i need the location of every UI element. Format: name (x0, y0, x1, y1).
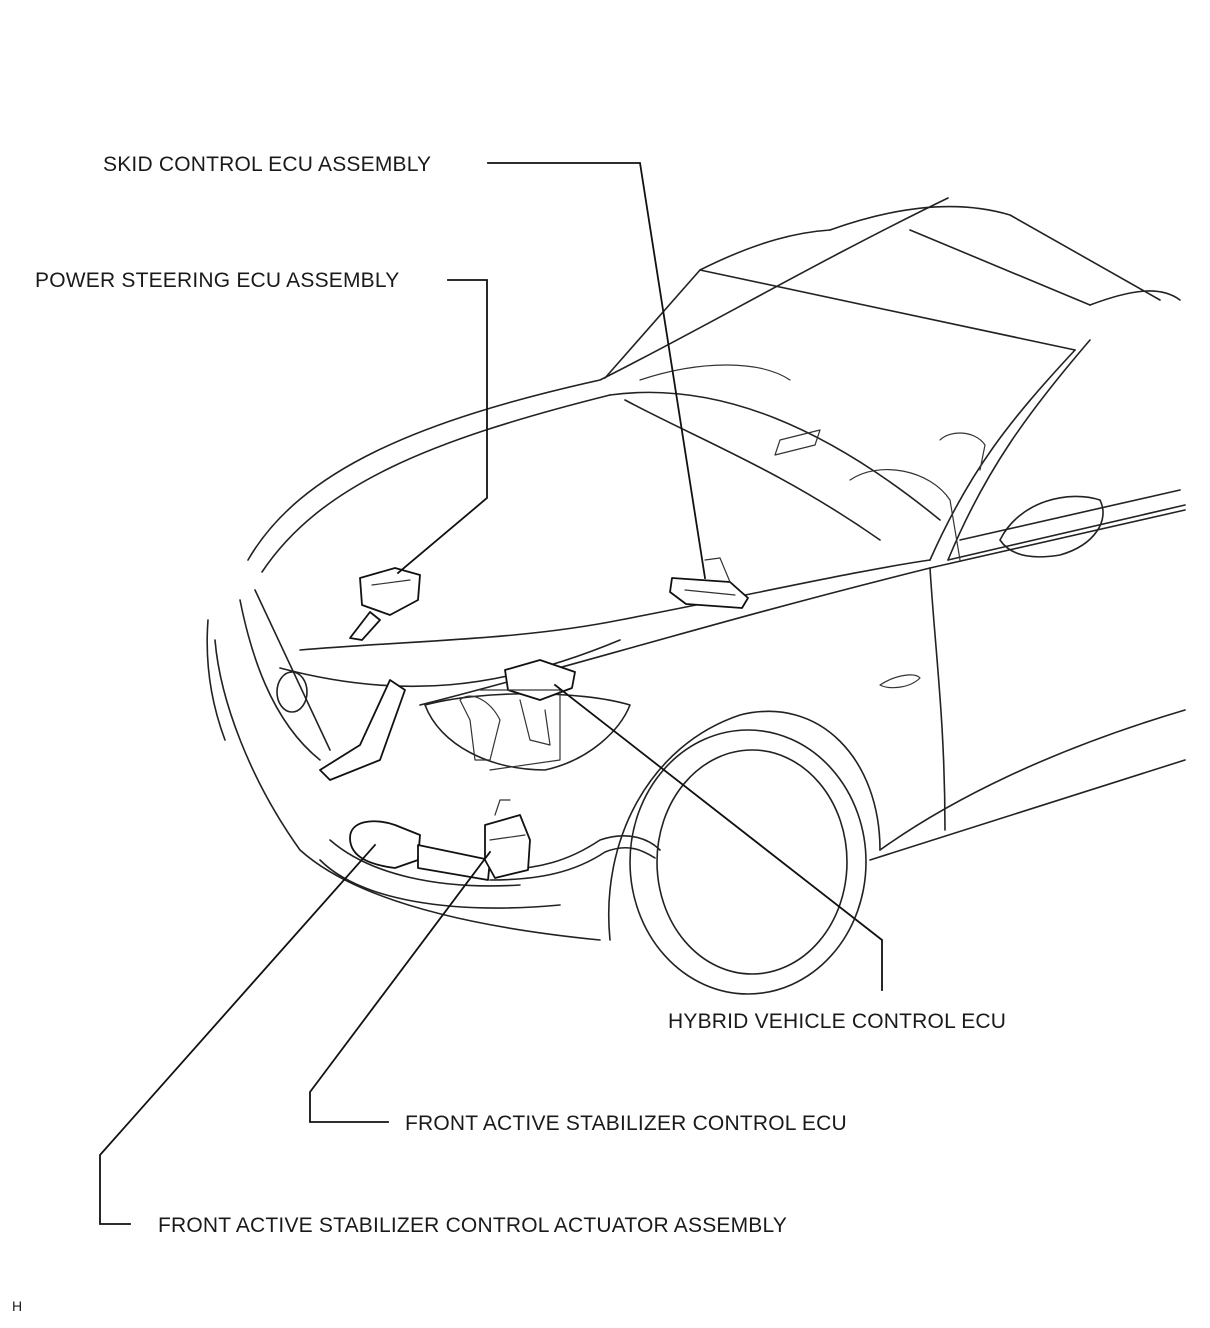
stabilizer-ecu-part (484, 799, 531, 879)
figure-code: H (12, 1298, 23, 1314)
car-body-outline (206, 197, 1186, 995)
skid-control-ecu-label: SKID CONTROL ECU ASSEMBLY (103, 153, 432, 176)
leader-hybrid-vehicle (553, 683, 883, 991)
leader-power-steering (396, 279, 488, 575)
power-steering-ecu-part (349, 567, 421, 641)
power-steering-ecu-label: POWER STEERING ECU ASSEMBLY (35, 269, 400, 292)
leader-stabilizer-ecu (309, 850, 492, 1123)
skid-control-ecu-part (669, 557, 749, 609)
leader-skid-control (487, 162, 707, 580)
front-active-stabilizer-ecu-label: FRONT ACTIVE STABILIZER CONTROL ECU (405, 1112, 847, 1135)
hybrid-vehicle-ecu-part (459, 659, 576, 771)
front-active-stabilizer-actuator-label: FRONT ACTIVE STABILIZER CONTROL ACTUATOR… (158, 1214, 788, 1237)
leader-lines (99, 162, 883, 1225)
leader-stabilizer-actuator (99, 843, 377, 1225)
hybrid-vehicle-control-ecu-label: HYBRID VEHICLE CONTROL ECU (668, 1010, 1007, 1033)
